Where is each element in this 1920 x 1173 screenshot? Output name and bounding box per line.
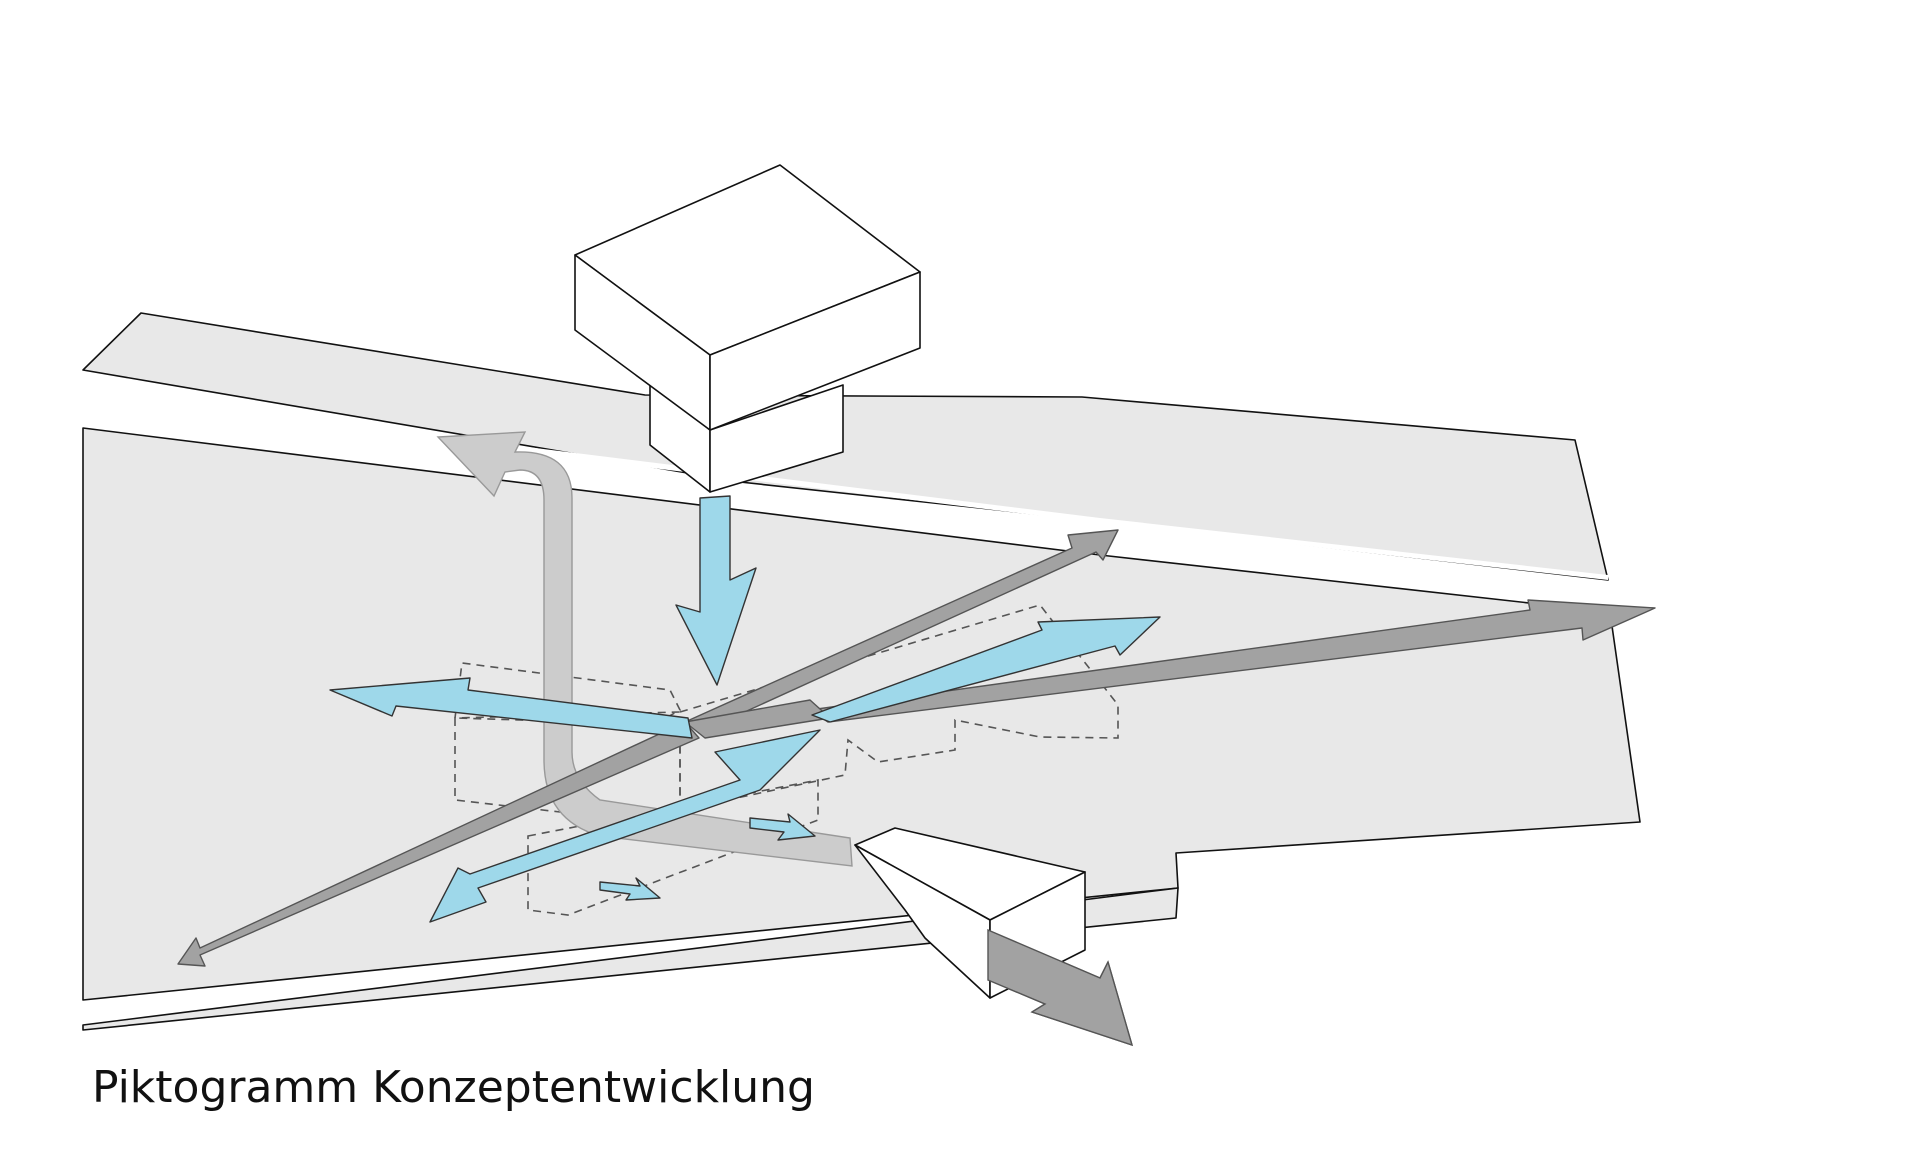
blue-arrow-northeast [811, 616, 1161, 723]
tower-side [709, 271, 921, 431]
pavilion-front [854, 844, 991, 999]
gray-arrow-northeast [684, 529, 1119, 731]
upper-ground-strip [82, 312, 1609, 581]
blue-arrow-south [675, 495, 757, 686]
pale-return-path-arrow [436, 431, 853, 867]
gray-arrow-east [809, 599, 1656, 723]
underground-passage [527, 779, 819, 916]
ground-plates [82, 312, 1641, 1031]
tower-plinth-side [709, 384, 844, 493]
gray-arrow-southwest [177, 721, 700, 967]
pale-arrows [436, 431, 853, 867]
road-band [83, 392, 1608, 580]
blue-arrows [329, 495, 1161, 923]
lower-ground-strip [82, 887, 1179, 1031]
blue-arrow-small-southeast [599, 877, 661, 901]
gray-arrow-southeast-tip [987, 928, 1134, 1047]
tower-building [574, 164, 921, 493]
blue-arrow-southwest [429, 729, 821, 923]
underground-hall-right [679, 604, 1119, 811]
diagram-caption: Piktogramm Konzeptentwicklung [92, 1062, 815, 1113]
blue-arrow-small-east [749, 813, 816, 841]
underground-hall-left [454, 662, 682, 725]
blue-arrow-west [329, 677, 693, 739]
underground-outlines [454, 604, 1119, 916]
